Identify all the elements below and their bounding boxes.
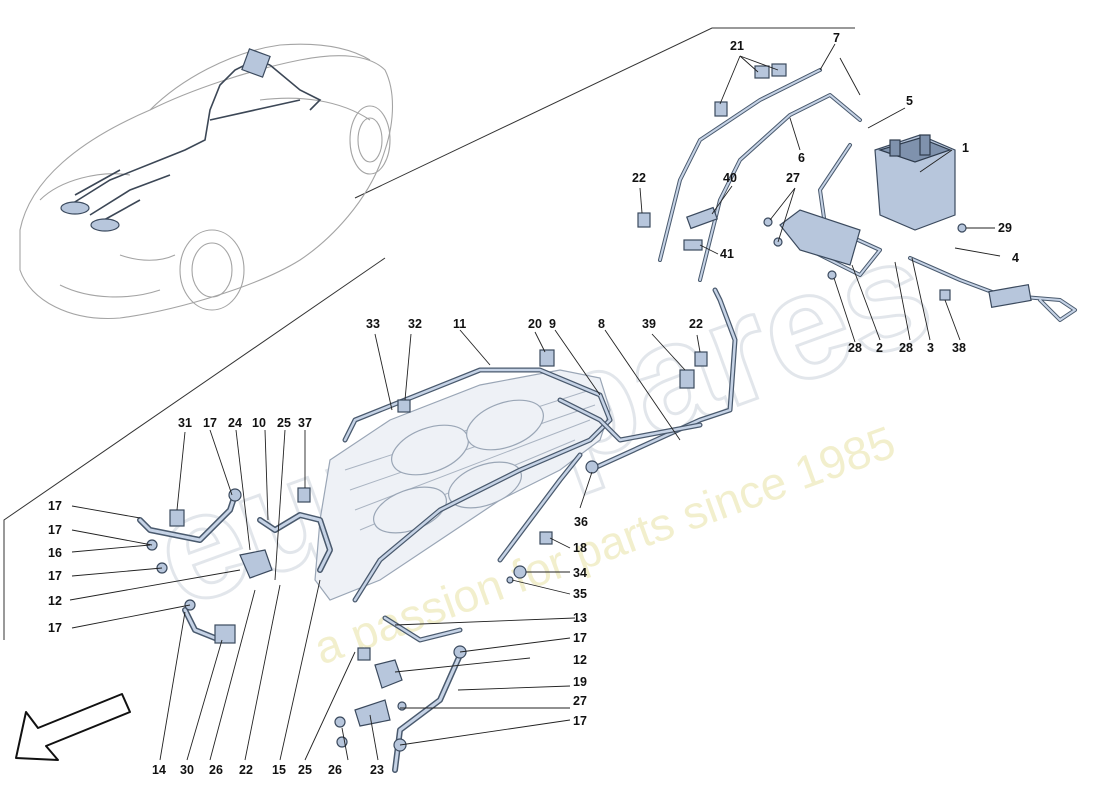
callout-21: 20 <box>528 317 542 331</box>
callout-24: 23 <box>370 763 384 777</box>
callout-28-bottom: 28 <box>848 341 862 355</box>
engine-intake-manifold <box>314 369 611 601</box>
callout-5: 5 <box>906 94 913 108</box>
callout-15: 15 <box>272 763 286 777</box>
arrow-down-left-icon <box>15 693 131 761</box>
callout-19: 18 <box>573 541 587 555</box>
callout-1: 1 <box>962 141 969 155</box>
callout-39: 38 <box>952 341 966 355</box>
callout-18: 17 <box>48 499 62 513</box>
callout-labels: 1 2 3 4 5 6 7 8 9 10 11 12 12 13 14 15 1… <box>48 31 1019 777</box>
callout-42: 41 <box>720 247 734 261</box>
callout-11: 11 <box>453 317 466 331</box>
callout-7: 7 <box>833 31 840 45</box>
car-overview-inset <box>19 43 394 320</box>
callout-23: 22 <box>239 763 253 777</box>
callout-27-bottom: 26 <box>209 763 223 777</box>
callout-6: 6 <box>798 151 805 165</box>
callout-2: 2 <box>876 341 883 355</box>
callout-30: 29 <box>998 221 1012 235</box>
leader-lines <box>69 43 1001 761</box>
callout-26-bottom: 26 <box>328 763 342 777</box>
callout-17-top: 17 <box>203 416 217 430</box>
components <box>146 63 1032 752</box>
callout-22-mid: 22 <box>689 317 703 331</box>
callout-28-top: 27 <box>786 171 800 185</box>
callout-27-right: 27 <box>573 694 587 708</box>
callout-16: 16 <box>48 546 62 560</box>
callout-41: 40 <box>723 171 737 185</box>
callout-17-right-a: 17 <box>573 631 587 645</box>
callout-17-left-b: 17 <box>48 569 62 583</box>
callout-29: 28 <box>899 341 913 355</box>
pipes <box>137 68 1077 773</box>
callout-38: 37 <box>298 416 312 430</box>
callout-22-left: 22 <box>632 171 646 185</box>
frame-lines <box>3 27 855 640</box>
callout-20: 19 <box>573 675 587 689</box>
callout-25-top: 24 <box>228 416 242 430</box>
callout-31: 30 <box>180 763 194 777</box>
callout-25-bottom: 25 <box>298 763 312 777</box>
callout-32: 31 <box>178 416 192 430</box>
callout-3: 3 <box>927 341 934 355</box>
callout-12-lower: 12 <box>573 653 587 667</box>
callout-26-top: 25 <box>277 416 291 430</box>
callout-9: 9 <box>549 317 556 331</box>
callout-14: 14 <box>152 763 166 777</box>
callout-37: 36 <box>574 515 588 529</box>
callout-4: 4 <box>1012 251 1019 265</box>
callout-33: 32 <box>408 317 422 331</box>
callout-36: 35 <box>573 587 587 601</box>
callout-34: 33 <box>366 317 380 331</box>
callout-10: 10 <box>252 416 266 430</box>
callout-12-upper: 12 <box>48 594 62 608</box>
callout-22-top: 21 <box>730 39 744 53</box>
callout-13: 13 <box>573 611 587 625</box>
callout-17-left-c: 17 <box>48 621 62 635</box>
callout-35: 34 <box>573 566 587 580</box>
callout-17-right-b: 17 <box>573 714 587 728</box>
callout-8: 8 <box>598 317 605 331</box>
callout-40: 39 <box>642 317 656 331</box>
callout-17-left-a: 17 <box>48 523 62 537</box>
